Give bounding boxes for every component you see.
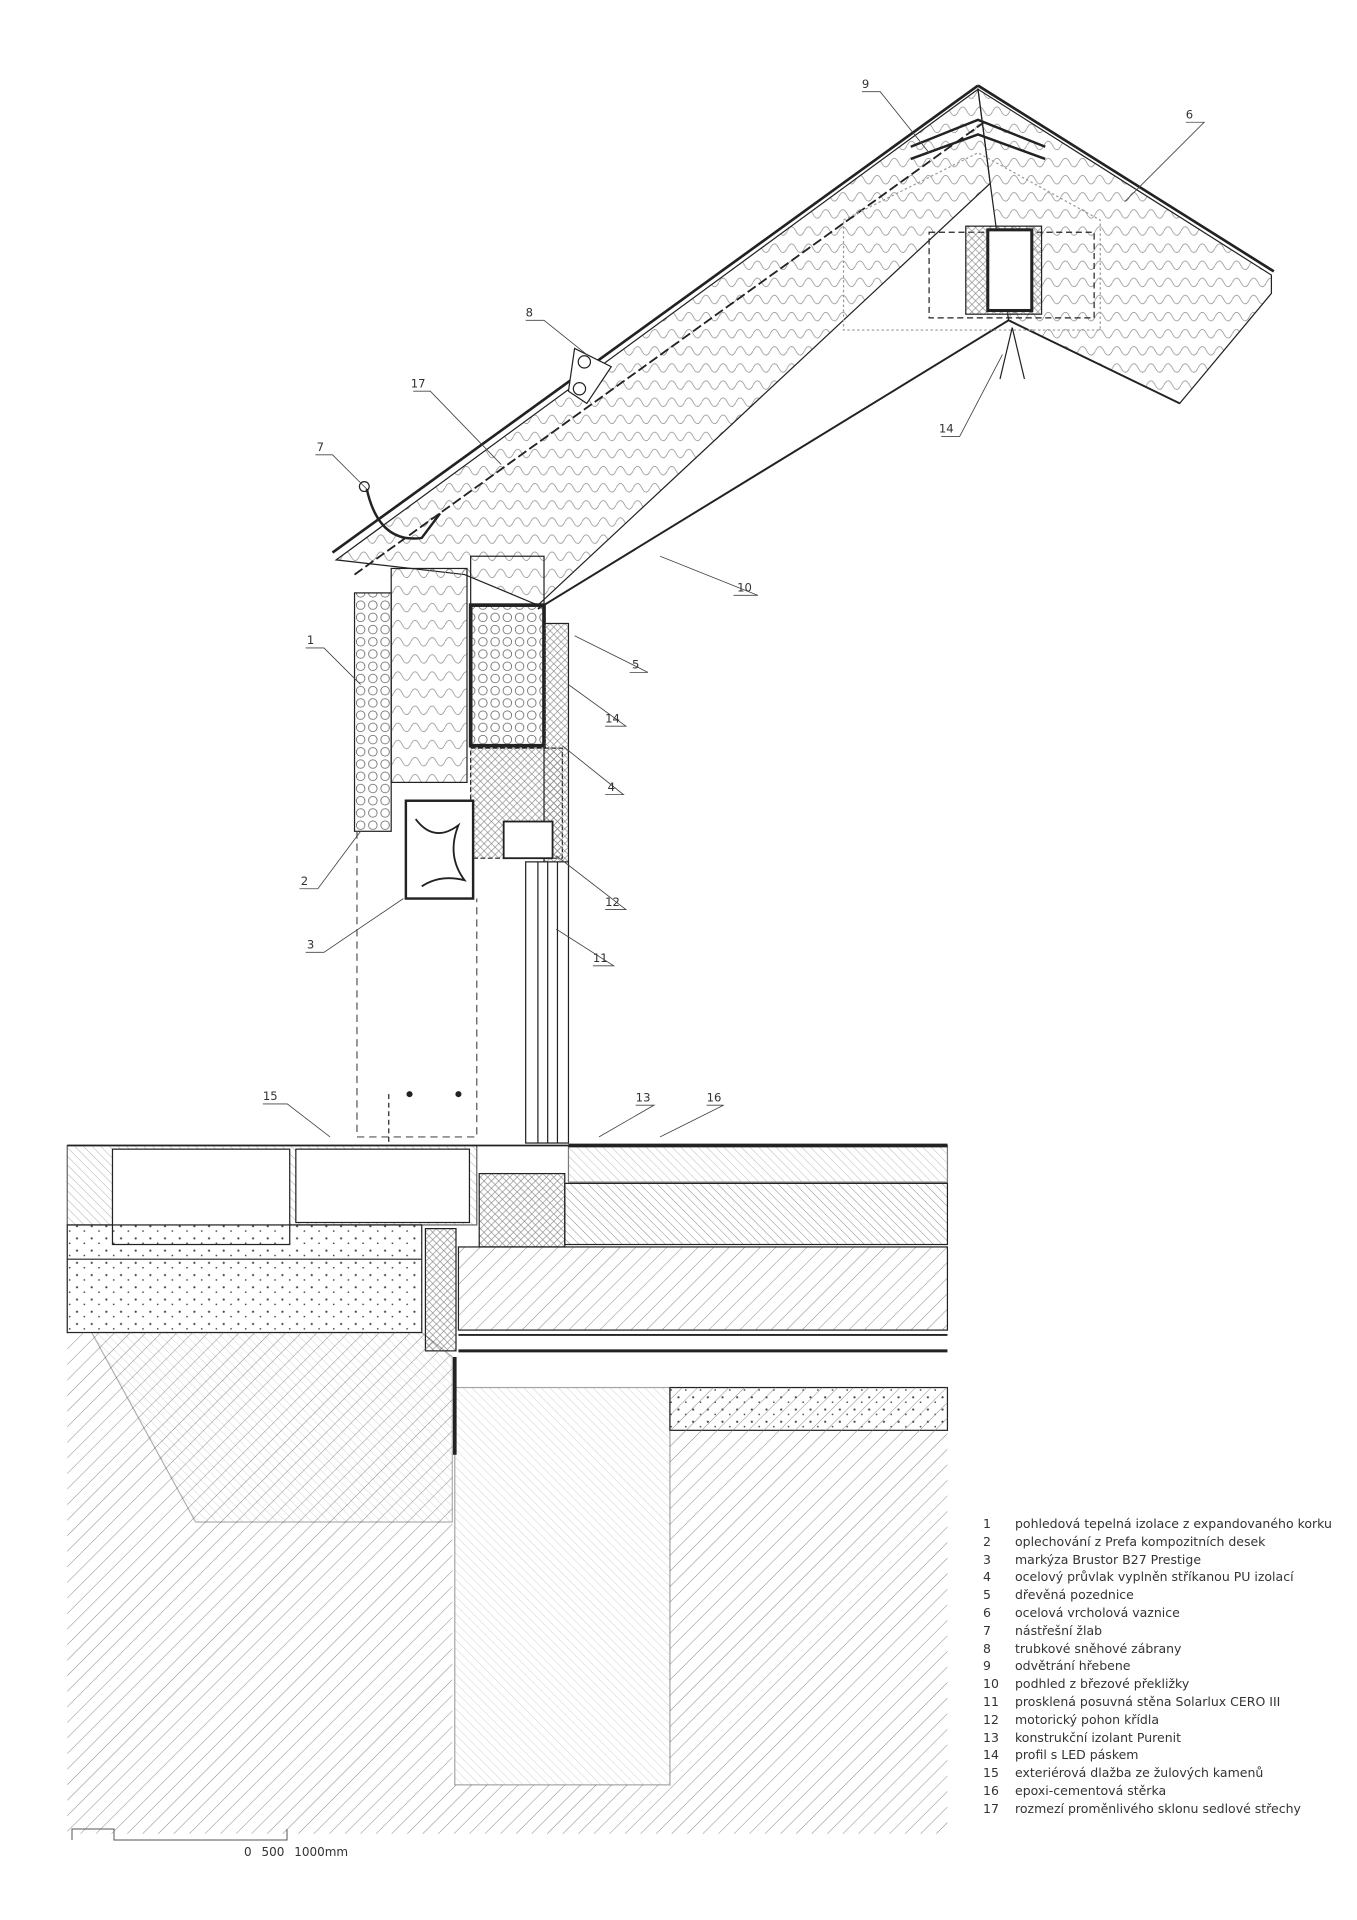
scale-labels: 0 500 1000mm (244, 1845, 354, 1859)
cork-insulation (353, 592, 392, 832)
callout-2: 2 (301, 874, 308, 888)
callout-10: 10 (737, 581, 752, 595)
exterior-concrete (66, 1224, 423, 1334)
scale-zero: 0 (244, 1845, 252, 1859)
roof-right-slope (977, 88, 1273, 405)
callout-7: 7 (317, 440, 324, 454)
callout-5: 5 (632, 658, 639, 672)
floor-slab (457, 1246, 949, 1331)
callout-14-top: 14 (939, 422, 954, 436)
scale-end: 1000mm (294, 1845, 349, 1859)
scale-mid: 500 (261, 1845, 285, 1859)
callout-leaders (262, 91, 1206, 1138)
ridge-vent (910, 118, 1046, 161)
callout-6: 6 (1186, 108, 1193, 122)
excavation-fill (90, 1331, 453, 1523)
snow-guard (567, 347, 613, 405)
callout-14: 14 (605, 711, 620, 725)
callout-15: 15 (263, 1089, 278, 1103)
steel-beam (468, 603, 546, 748)
awning-box (404, 799, 475, 900)
purenit-insulator (478, 1172, 566, 1248)
callout-8: 8 (526, 306, 533, 320)
callout-1: 1 (307, 633, 314, 647)
awning-fabric (356, 831, 478, 1138)
callout-12: 12 (605, 895, 620, 909)
callout-4: 4 (608, 780, 615, 794)
callout-16: 16 (707, 1090, 722, 1104)
sliding-glass-wall (525, 861, 570, 1144)
roof-gutter (365, 488, 442, 540)
callout-9: 9 (862, 77, 869, 91)
callout-13: 13 (636, 1090, 651, 1104)
motor-drive (502, 820, 554, 860)
callout-3: 3 (307, 938, 314, 952)
foundation (454, 1386, 671, 1786)
wall-insulation (390, 567, 468, 784)
callout-17: 17 (411, 377, 426, 391)
scale-bar (71, 1828, 288, 1841)
callout-11: 11 (593, 951, 608, 965)
roof-left-slope (334, 88, 991, 606)
